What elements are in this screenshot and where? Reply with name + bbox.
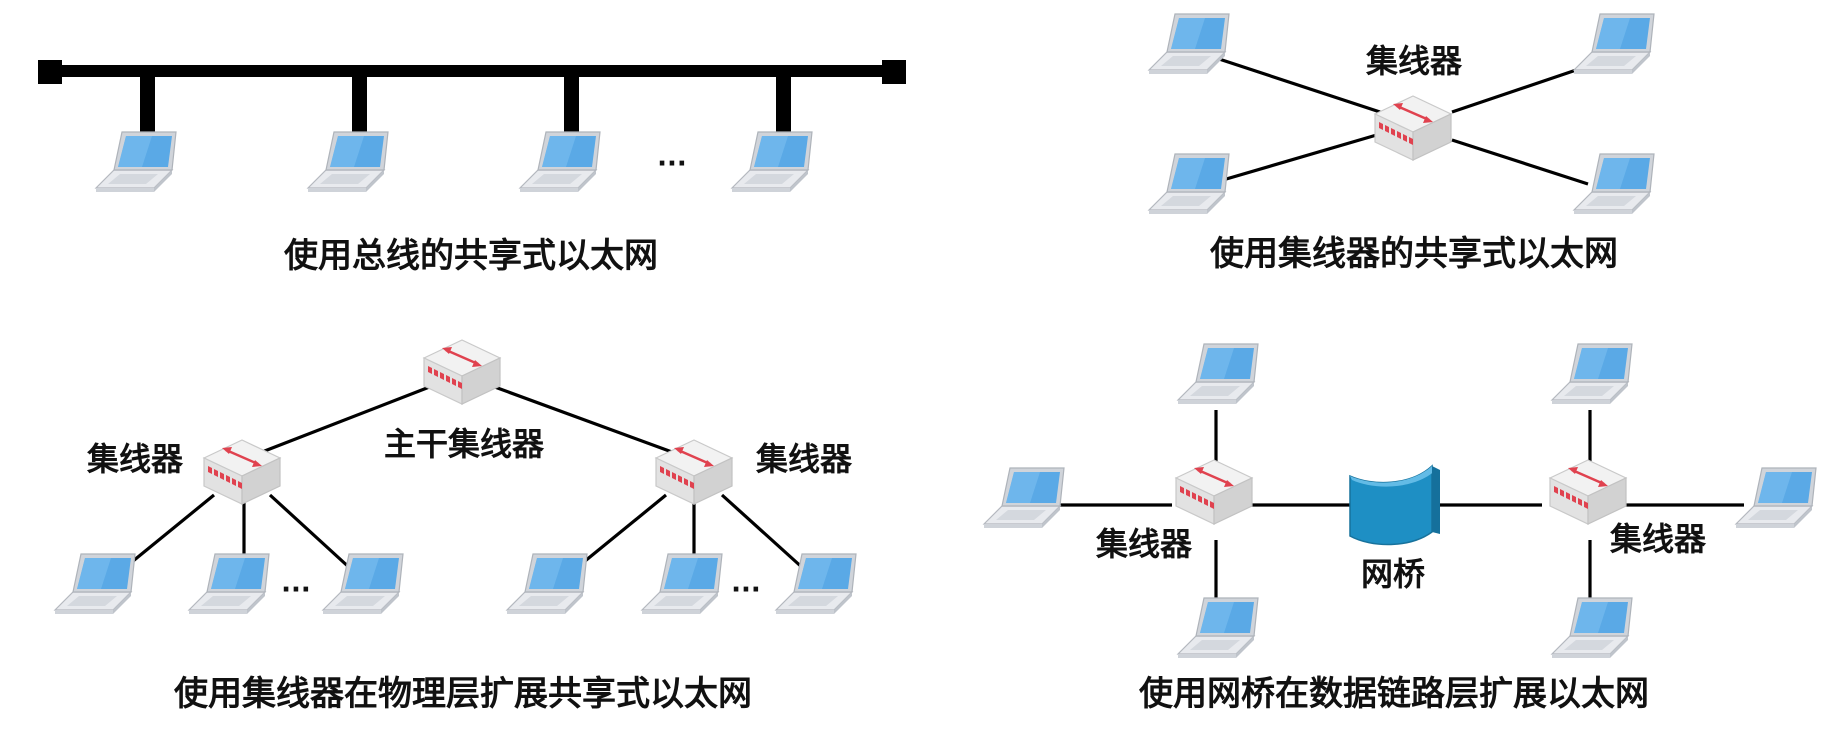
- hierarchy-ellipsis-right: ···: [731, 575, 761, 605]
- bus-terminator-left: [38, 60, 62, 84]
- hierarchy-panel: 主干集线器 集线器 集线器 ··· ··· 使用集线器在物理层扩展共享式以太网: [54, 338, 857, 714]
- hierarchy-ellipsis-left: ···: [281, 575, 311, 605]
- bus-ellipsis: ···: [657, 149, 687, 179]
- bus-cable: [50, 65, 898, 77]
- backbone-hub-label: 主干集线器: [384, 425, 545, 463]
- laptop-icon: [54, 553, 136, 615]
- laptop-icon: [641, 553, 723, 615]
- bridge-icon: [1349, 464, 1440, 546]
- laptop-icon: [775, 553, 857, 615]
- bridge-caption: 使用网桥在数据链路层扩展以太网: [1138, 674, 1649, 714]
- bridge-right-hub-label: 集线器: [1609, 520, 1707, 558]
- hub-icon: [1548, 458, 1628, 526]
- bus-terminator-right: [882, 60, 906, 84]
- right-hub-label: 集线器: [755, 440, 853, 478]
- laptop-icon: [731, 131, 813, 193]
- laptop-icon: [1148, 153, 1230, 215]
- bus-drop-3: [564, 70, 579, 138]
- bus-caption: 使用总线的共享式以太网: [283, 236, 658, 276]
- laptop-icon: [307, 131, 389, 193]
- hierarchy-caption: 使用集线器在物理层扩展共享式以太网: [173, 674, 752, 714]
- star-hub-label: 集线器: [1365, 42, 1463, 80]
- laptop-icon: [1177, 597, 1259, 659]
- bridge-left-hub-label: 集线器: [1095, 525, 1193, 563]
- laptop-icon: [322, 553, 404, 615]
- bridge-panel: 集线器 集线器 网桥 使用网桥在数据链路层扩展以太网: [983, 343, 1817, 714]
- laptop-icon: [1551, 343, 1633, 405]
- bus-drop-4: [776, 70, 791, 138]
- laptop-icon: [1573, 13, 1655, 75]
- star-hub-caption: 使用集线器的共享式以太网: [1209, 234, 1618, 274]
- hub-icon: [1174, 458, 1254, 526]
- laptop-icon: [1551, 597, 1633, 659]
- bridge-label: 网桥: [1361, 555, 1425, 593]
- laptop-icon: [1177, 343, 1259, 405]
- laptop-icon: [1148, 13, 1230, 75]
- laptop-icon: [506, 553, 588, 615]
- bus-drop-1: [140, 70, 155, 138]
- laptop-icon: [983, 467, 1065, 529]
- bus-panel: ··· 使用总线的共享式以太网: [38, 60, 906, 276]
- hub-icon: [422, 338, 502, 406]
- bus-drop-2: [352, 70, 367, 138]
- laptop-icon: [1735, 467, 1817, 529]
- left-hub-label: 集线器: [86, 440, 184, 478]
- star-hub-panel: 集线器 使用集线器的共享式以太网: [1148, 13, 1655, 274]
- laptop-icon: [519, 131, 601, 193]
- hub-icon: [1373, 94, 1453, 162]
- laptop-icon: [95, 131, 177, 193]
- laptop-icon: [188, 553, 270, 615]
